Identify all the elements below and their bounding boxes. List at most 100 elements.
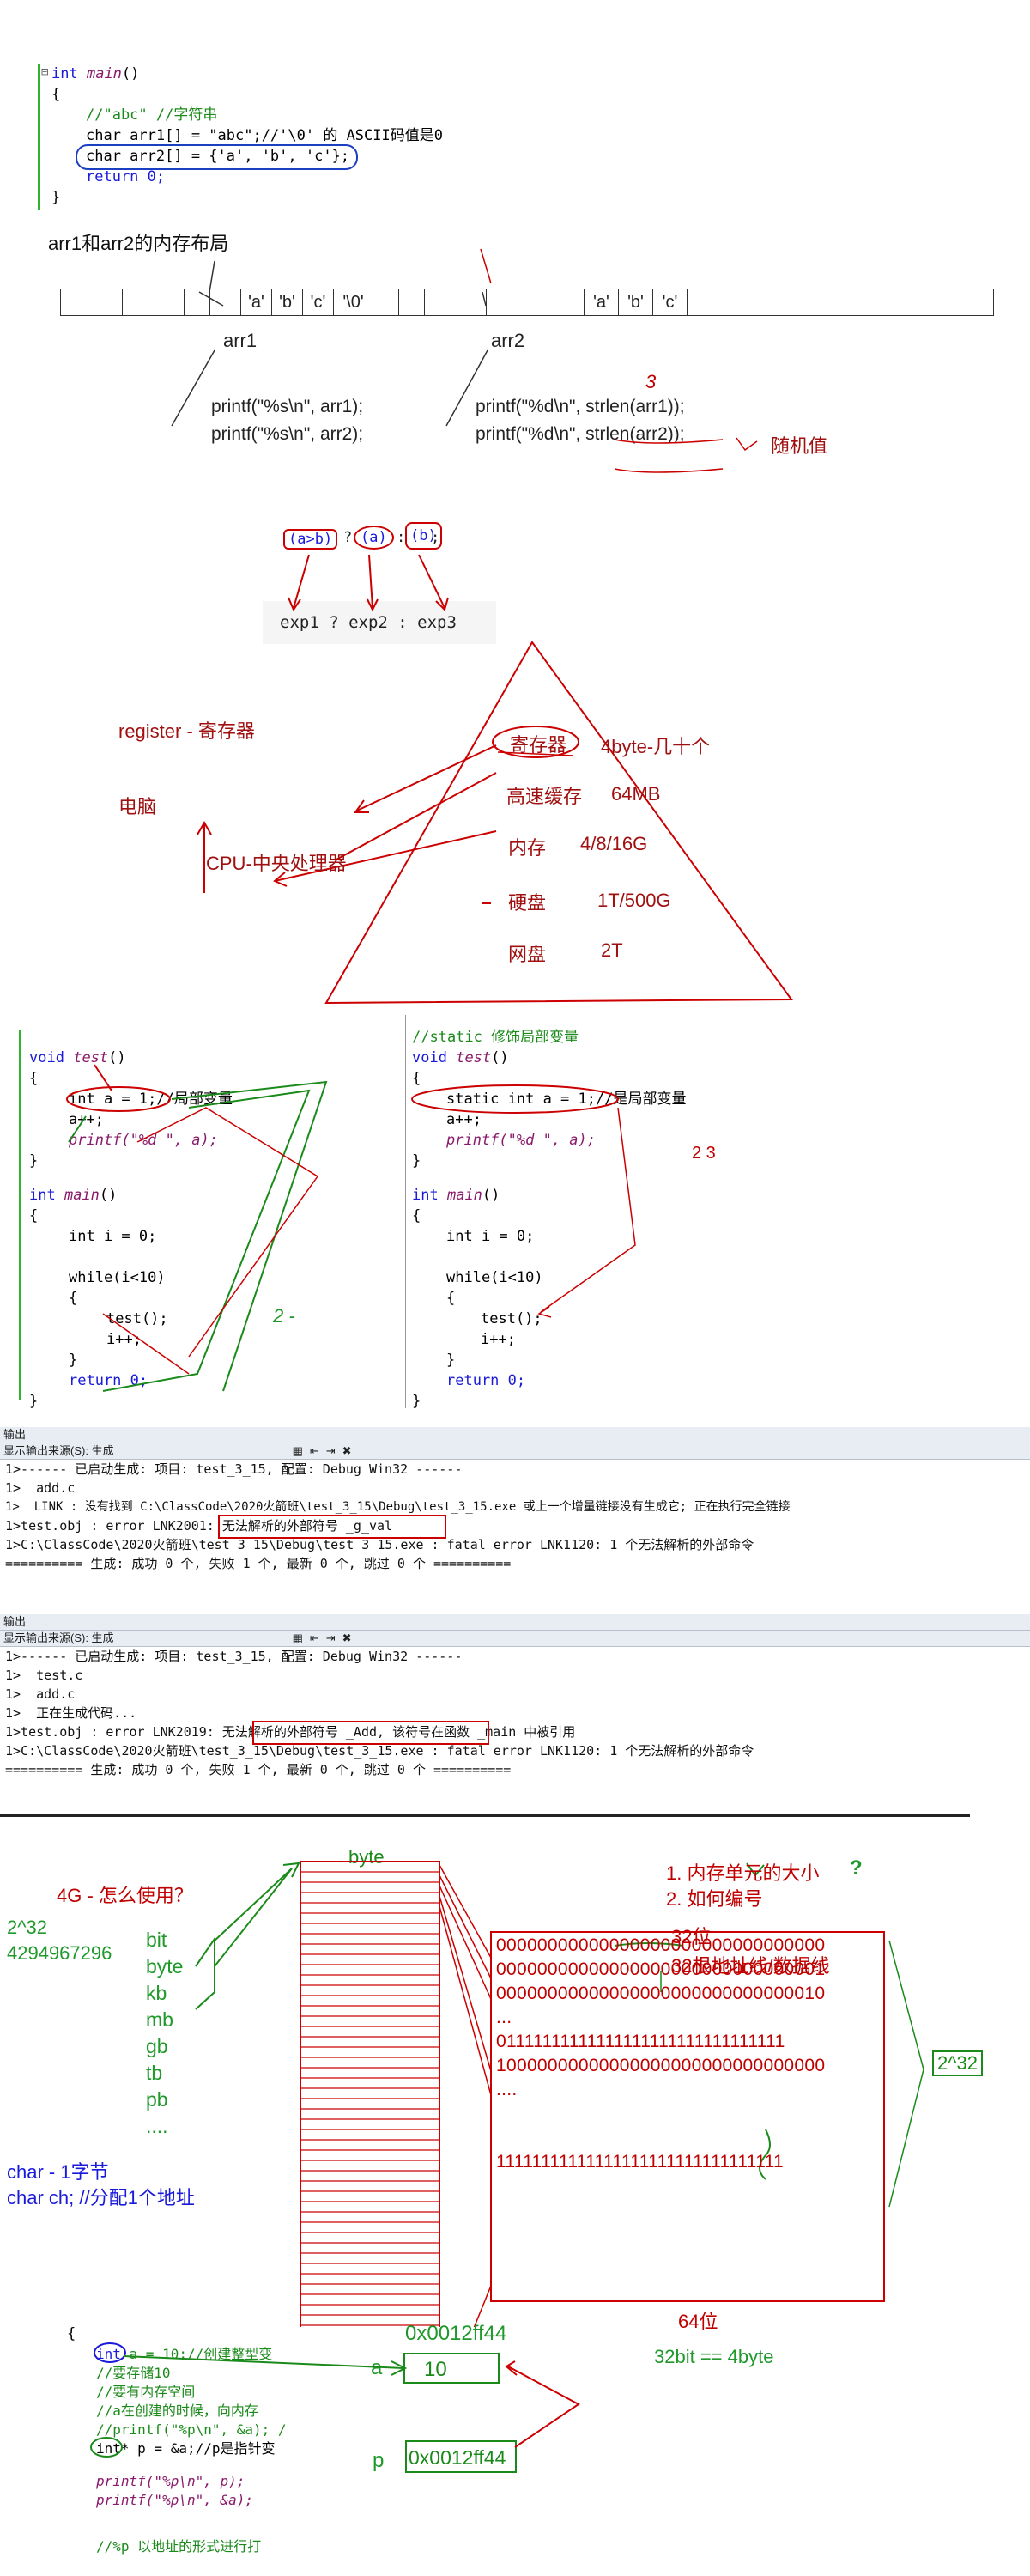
memory-cell-arr1-0: 'a' (241, 289, 272, 315)
clear-icon[interactable]: ✖ (342, 1631, 352, 1644)
pointer-annotations (90, 2342, 580, 2458)
output-line-error: 1>test.obj : error LNK2001: 无法解析的外部符号 _g… (5, 1518, 393, 1534)
pyramid-size-cloud: 2T (601, 939, 623, 961)
code-line: } (69, 1352, 78, 1369)
address-label: 0x0012ff44 (405, 2322, 507, 2345)
pyramid-drawing (197, 641, 793, 1005)
binary-row: .... (496, 2080, 518, 2099)
annotation-circle (76, 144, 358, 170)
code-line: } (446, 1352, 456, 1369)
code-line: } (412, 1152, 421, 1170)
memory-cell-arr2-0: 'a' (585, 289, 619, 315)
output-source-select[interactable]: 显示输出来源(S): 生成 (3, 1444, 114, 1457)
change-bar (19, 1030, 21, 1400)
arr1-label: arr1 (223, 330, 258, 351)
ternary-semicolon: ; (431, 529, 440, 546)
ternary-b: (b) (405, 522, 442, 550)
code-line-static-int-a: static int a = 1;//是局部变量 (446, 1091, 687, 1108)
code-line-return: return 0; (86, 168, 166, 185)
cpu-label: CPU-中央处理器 (206, 853, 347, 874)
memory-cell (123, 289, 185, 315)
memory-cell-arr1-3: '\0' (334, 289, 373, 315)
code-line: i++; (481, 1331, 516, 1348)
clear-icon[interactable]: ✖ (342, 1444, 352, 1457)
memory-cell (373, 289, 399, 315)
output-line: 1> test.c (5, 1668, 83, 1683)
memory-cell (399, 289, 425, 315)
right-pane-annotations (411, 1084, 636, 1318)
toolbar-icon[interactable]: ▦ (292, 1444, 303, 1457)
memory-cell-arr1-1: 'b' (272, 289, 303, 315)
code-line: } (29, 1393, 39, 1410)
collapse-icon[interactable]: ⊟ (41, 65, 49, 79)
toolbar-icon[interactable]: ⇥ (325, 1444, 336, 1457)
note-2: 2 - (273, 1305, 295, 1327)
code-line-test-call: test(); (106, 1310, 168, 1327)
binary-row: 01111111111111111111111111111111 (496, 2032, 785, 2051)
code-line: void test() (29, 1049, 126, 1066)
code-comment-static: //static 修饰局部变量 (412, 1029, 579, 1046)
output-window-1: 输出 显示输出来源(S): 生成 ▦ ⇤ ⇥ ✖ 1>------ 已启动生成:… (0, 1427, 1030, 1599)
pyramid-level-disk: 硬盘 (508, 892, 547, 914)
output-header: 输出 (0, 1427, 1030, 1443)
code-line-main: int main() (52, 65, 140, 82)
output-line: 1>C:\ClassCode\2020火箭班\test_3_15\Debug\t… (5, 1743, 754, 1759)
pow-2-32-box: 2^32 (932, 2050, 984, 2076)
output-line: 1> 正在生成代码... (5, 1705, 137, 1721)
memory-cell (425, 289, 487, 315)
binary-row: 10000000000000000000000000000000 (496, 2056, 826, 2075)
error-highlight (218, 1515, 446, 1539)
memory-cell (61, 289, 123, 315)
toolbar-icon[interactable]: ⇥ (325, 1631, 336, 1644)
code-line: while(i<10) (69, 1269, 166, 1286)
binary-row: 11111111111111111111111111111111 (496, 2152, 785, 2172)
printf-arr2: printf("%s\n", arr2); (211, 424, 364, 444)
memory-cell-arr1-2: 'c' (303, 289, 334, 315)
unit-item: gb (146, 2035, 168, 2057)
code-line: a++; (69, 1111, 104, 1128)
code-line-return: return 0; (69, 1372, 148, 1389)
divider (0, 1814, 970, 1817)
output-line: 1> add.c (5, 1686, 76, 1702)
number-4294967296: 4294967296 (7, 1942, 112, 1964)
code-line: { (412, 1207, 421, 1224)
binary-row: 00000000000000000000000000000010 (496, 1984, 826, 2003)
unit-item: bit (146, 1929, 167, 1951)
memory-annotations (171, 248, 758, 473)
output-line-summary: ========== 生成: 成功 0 个, 失败 1 个, 最新 0 个, 跳… (5, 1762, 512, 1777)
code-line-printf-p: printf("%p\n", p); (96, 2473, 245, 2489)
toolbar-icon[interactable]: ⇤ (309, 1444, 319, 1457)
left-pane-annotations (66, 1064, 328, 1392)
code-line: int i = 0; (446, 1228, 535, 1245)
binary-row (496, 2126, 825, 2150)
output-line-error: 1>test.obj : error LNK2019: 无法解析的外部符号 _A… (5, 1724, 576, 1740)
code-comment: //"abc" //字符串 (86, 106, 218, 124)
var-p-label: p (373, 2449, 385, 2472)
toolbar-icon[interactable]: ▦ (292, 1631, 303, 1644)
pane-divider (405, 1015, 406, 1408)
code-comment: //要存储10 (96, 2365, 171, 2381)
code-line: a++; (446, 1111, 482, 1128)
unit-item: byte (146, 1955, 184, 1978)
change-bar (38, 64, 40, 210)
code-line: { (52, 86, 61, 103)
code-line: int i = 0; (69, 1228, 157, 1245)
memory-cell (185, 289, 210, 315)
bit-byte-equation: 32bit == 4byte (654, 2346, 774, 2367)
code-line: } (412, 1393, 421, 1410)
code-line: } (52, 189, 61, 206)
toolbar-icon[interactable]: ⇤ (309, 1631, 319, 1644)
memory-strip: 'a' 'b' 'c' '\0' 'a' 'b' 'c' (60, 289, 994, 316)
code-line: } (29, 1152, 39, 1170)
random-value-note: 随机值 (771, 435, 828, 457)
memory-cell-arr2-2: 'c' (653, 289, 688, 315)
unit-item: mb (146, 2008, 173, 2031)
binary-row: ... (496, 2008, 512, 2027)
output-source-select[interactable]: 显示输出来源(S): 生成 (3, 1631, 114, 1644)
code-line-printf: printf("%d ", a); (446, 1132, 596, 1149)
code-line: while(i<10) (446, 1269, 543, 1286)
code-line-printf: printf("%d ", a); (69, 1132, 218, 1149)
pyramid-size-cache: 64MB (611, 783, 661, 805)
memory-layout-title: arr1和arr2的内存布局 (48, 233, 229, 254)
ternary-expression: exp1 ? exp2 : exp3 (263, 601, 496, 644)
